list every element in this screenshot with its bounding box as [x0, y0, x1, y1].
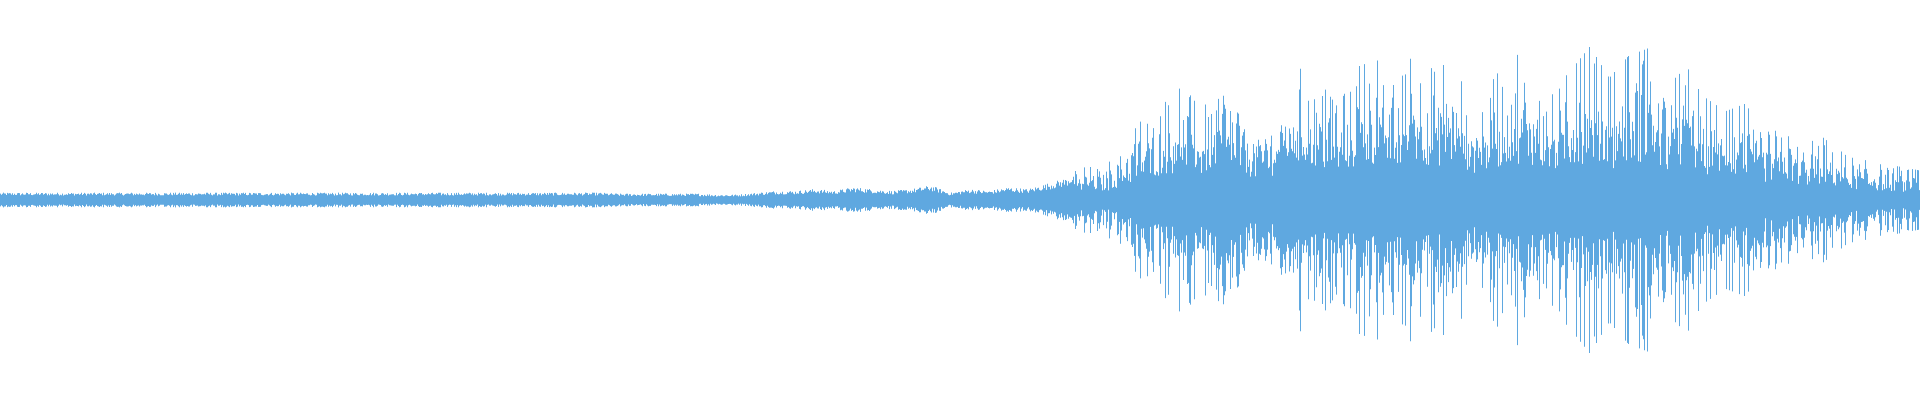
waveform-peaks — [0, 47, 1920, 353]
waveform-path — [0, 47, 1920, 353]
